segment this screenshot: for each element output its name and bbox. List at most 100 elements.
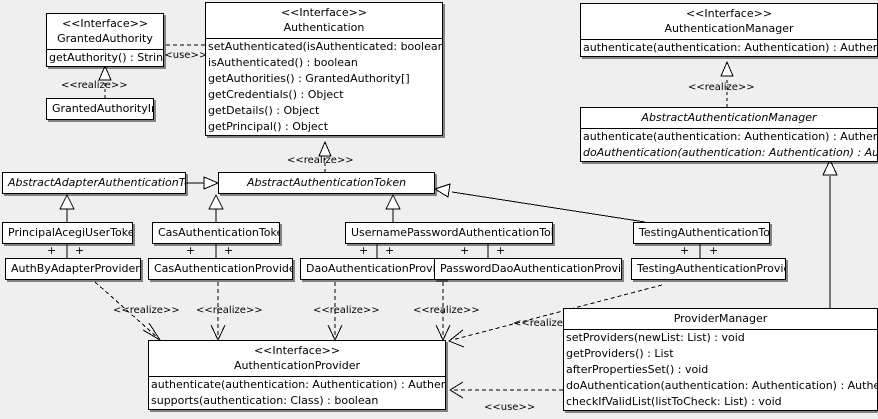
class-name-label: AbstractAuthenticationToken [246,176,407,189]
class-name-label: DaoAuthenticationProvider [306,262,446,275]
class-header-testing-authentication-token: TestingAuthenticationToken [634,223,769,243]
class-name-label: PasswordDaoAuthenticationProvider [440,262,622,275]
member-row: getAuthorities() : GrantedAuthority[] [208,72,410,85]
class-header-authentication-manager: <<Interface>> AuthenticationManager [581,4,877,39]
member-row: getPrincipal() : Object [208,120,329,133]
stereotype-label: <<Interface>> [253,344,341,357]
class-name-label: CasAuthenticationProvider [154,262,293,275]
class-name-label: AuthByAdapterProvider [11,262,140,275]
multiplicity-marker: + [680,244,690,257]
class-box-username-password-authentication-token[interactable]: UsernamePasswordAuthenticationToken [345,222,553,244]
class-members-authentication-manager: authenticate(authentication: Authenticat… [581,39,877,56]
class-members-abstract-authentication-manager: authenticate(authentication: Authenticat… [581,128,877,161]
class-name-label: AuthenticationProvider [233,359,361,372]
connector-label-realize-grantedauthorityimpl: <<realize>> [61,80,128,91]
class-box-password-dao-authentication-provider[interactable]: PasswordDaoAuthenticationProvider [434,258,622,280]
class-header-cas-authentication-provider: CasAuthenticationProvider [149,259,292,279]
connector-label-realize-daoauthenticationprovider: <<realize>> [313,305,380,316]
class-box-principal-acegi-user-token[interactable]: PrincipalAcegiUserToken [2,222,133,244]
class-header-authentication: <<Interface>> Authentication [206,3,442,38]
member-row: authenticate(authentication: Authenticat… [583,41,877,54]
connector-label-use-providermanager-authenticationprovider: <<use>> [484,402,536,413]
member-row: getCredentials() : Object [208,88,344,101]
connector-label-realize-abstractauthenticationtoken: <<realize>> [287,155,354,166]
multiplicity-marker: + [460,244,470,257]
class-box-testing-authentication-token[interactable]: TestingAuthenticationToken [633,222,770,244]
multiplicity-marker: + [224,244,234,257]
multiplicity-marker: + [359,244,369,257]
class-members-provider-manager: setProviders(newList: List) : void getPr… [564,329,877,410]
class-header-testing-authentication-provider: TestingAuthenticationProvider [632,259,785,279]
member-row: getAuthority() : String [49,51,164,64]
multiplicity-marker: + [496,244,506,257]
member-row: setProviders(newList: List) : void [566,331,745,344]
multiplicity-marker: + [75,244,85,257]
class-header-abstract-authentication-manager: AbstractAuthenticationManager [581,108,877,128]
class-box-cas-authentication-provider[interactable]: CasAuthenticationProvider [148,258,293,280]
class-header-password-dao-authentication-provider: PasswordDaoAuthenticationProvider [435,259,621,279]
class-box-abstract-adapter-authentication-token[interactable]: AbstractAdapterAuthenticationToken [2,172,186,194]
class-name-label: GrantedAuthorityImpl [52,102,153,115]
class-box-provider-manager[interactable]: ProviderManager setProviders(newList: Li… [563,308,878,411]
class-name-label: AuthenticationManager [664,22,794,35]
stereotype-label: <<Interface>> [61,17,149,30]
stereotype-label: <<Interface>> [280,6,368,19]
class-header-username-password-authentication-token: UsernamePasswordAuthenticationToken [346,223,552,243]
multiplicity-marker: + [709,244,719,257]
member-row: getDetails() : Object [208,104,320,117]
class-header-cas-authentication-token: CasAuthenticationToken [153,223,279,243]
class-header-principal-acegi-user-token: PrincipalAcegiUserToken [3,223,132,243]
stereotype-label: <<Interface>> [685,7,773,20]
class-header-auth-by-adapter-provider: AuthByAdapterProvider [6,259,140,279]
class-box-auth-by-adapter-provider[interactable]: AuthByAdapterProvider [5,258,141,280]
class-name-label: AbstractAuthenticationManager [641,111,817,124]
class-header-authentication-provider: <<Interface>> AuthenticationProvider [149,341,445,376]
multiplicity-marker: + [47,244,57,257]
class-name-label: GrantedAuthority [57,32,153,45]
class-header-granted-authority: <<Interface>> GrantedAuthority [47,14,163,49]
class-members-granted-authority: getAuthority() : String [47,49,163,66]
class-name-label: TestingAuthenticationToken [639,226,770,239]
connector-label-realize-passworddaoauthenticationprovider: <<realize>> [413,305,480,316]
class-name-label: CasAuthenticationToken [158,226,280,239]
class-box-granted-authority[interactable]: <<Interface>> GrantedAuthority getAuthor… [46,13,164,67]
class-box-authentication-provider[interactable]: <<Interface>> AuthenticationProvider aut… [148,340,446,410]
class-name-label: AbstractAdapterAuthenticationToken [8,176,185,189]
class-name-label: TestingAuthenticationProvider [637,262,786,275]
class-box-abstract-authentication-token[interactable]: AbstractAuthenticationToken [218,172,435,194]
member-row: isAuthenticated() : boolean [208,56,358,69]
connector-label-realize-casauthenticationprovider: <<realize>> [196,305,263,316]
class-header-dao-authentication-provider: DaoAuthenticationProvider [301,259,445,279]
class-members-authentication: setAuthenticated(isAuthenticated: boolea… [206,38,442,135]
member-row: getProviders() : List [566,347,674,360]
class-box-dao-authentication-provider[interactable]: DaoAuthenticationProvider [300,258,446,280]
member-row: doAuthentication(authentication: Authent… [566,379,877,392]
class-name-label: Authentication [283,21,365,34]
class-name-label: ProviderManager [673,312,768,325]
connector-label-realize-abstractauthenticationmanager: <<realize>> [688,82,755,93]
class-box-authentication[interactable]: <<Interface>> Authentication setAuthenti… [205,2,443,136]
member-row: authenticate(authentication: Authenticat… [583,130,877,143]
member-row: checkIfValidList(listToCheck: List) : vo… [566,395,782,408]
class-name-label: PrincipalAcegiUserToken [8,226,133,239]
member-row: afterPropertiesSet() : void [566,363,709,376]
class-members-authentication-provider: authenticate(authentication: Authenticat… [149,376,445,409]
class-header-abstract-authentication-token: AbstractAuthenticationToken [219,173,434,193]
class-box-abstract-authentication-manager[interactable]: AbstractAuthenticationManager authentica… [580,107,878,162]
connector-label-realize-authbyadapterprovider: <<realize>> [113,305,180,316]
multiplicity-marker: + [186,244,196,257]
member-row: doAuthentication(authentication: Authent… [583,146,877,159]
multiplicity-marker: + [385,244,395,257]
class-header-abstract-adapter-authentication-token: AbstractAdapterAuthenticationToken [3,173,185,193]
connector-label-use-authentication-grantedauthority: <<use>> [156,50,208,61]
class-box-cas-authentication-token[interactable]: CasAuthenticationToken [152,222,280,244]
member-row: authenticate(authentication: Authenticat… [151,378,445,391]
class-box-authentication-manager[interactable]: <<Interface>> AuthenticationManager auth… [580,3,878,57]
class-header-provider-manager: ProviderManager [564,309,877,329]
member-row: setAuthenticated(isAuthenticated: boolea… [208,40,442,53]
class-header-granted-authority-impl: GrantedAuthorityImpl [47,99,153,119]
class-box-granted-authority-impl[interactable]: GrantedAuthorityImpl [46,98,154,120]
class-name-label: UsernamePasswordAuthenticationToken [351,226,553,239]
class-box-testing-authentication-provider[interactable]: TestingAuthenticationProvider [631,258,786,280]
